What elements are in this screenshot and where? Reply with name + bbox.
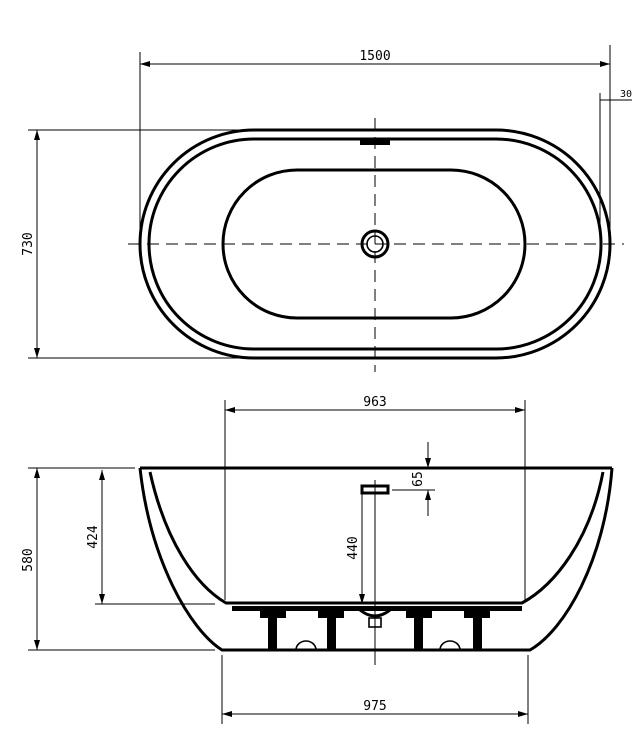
side-view: 963 65 424 440 580 975 [21,395,614,724]
dim-rim-offset: 30 [620,89,632,100]
dim-height-to-overflow: 424 [86,525,101,549]
dim-overflow-depth: 65 [411,471,426,487]
dim-length: 1500 [359,49,390,64]
base-plate [232,606,522,611]
dim-total-height: 580 [21,548,36,571]
top-view: 1500 30 730 [21,45,632,372]
dim-width: 730 [21,232,36,255]
dim-inner-depth: 440 [346,536,361,559]
dim-inner-length: 963 [363,395,386,410]
tub-outer-profile [138,467,614,652]
dim-base-length: 975 [363,699,386,714]
feet [260,608,490,650]
tub-inner-profile [148,471,605,605]
